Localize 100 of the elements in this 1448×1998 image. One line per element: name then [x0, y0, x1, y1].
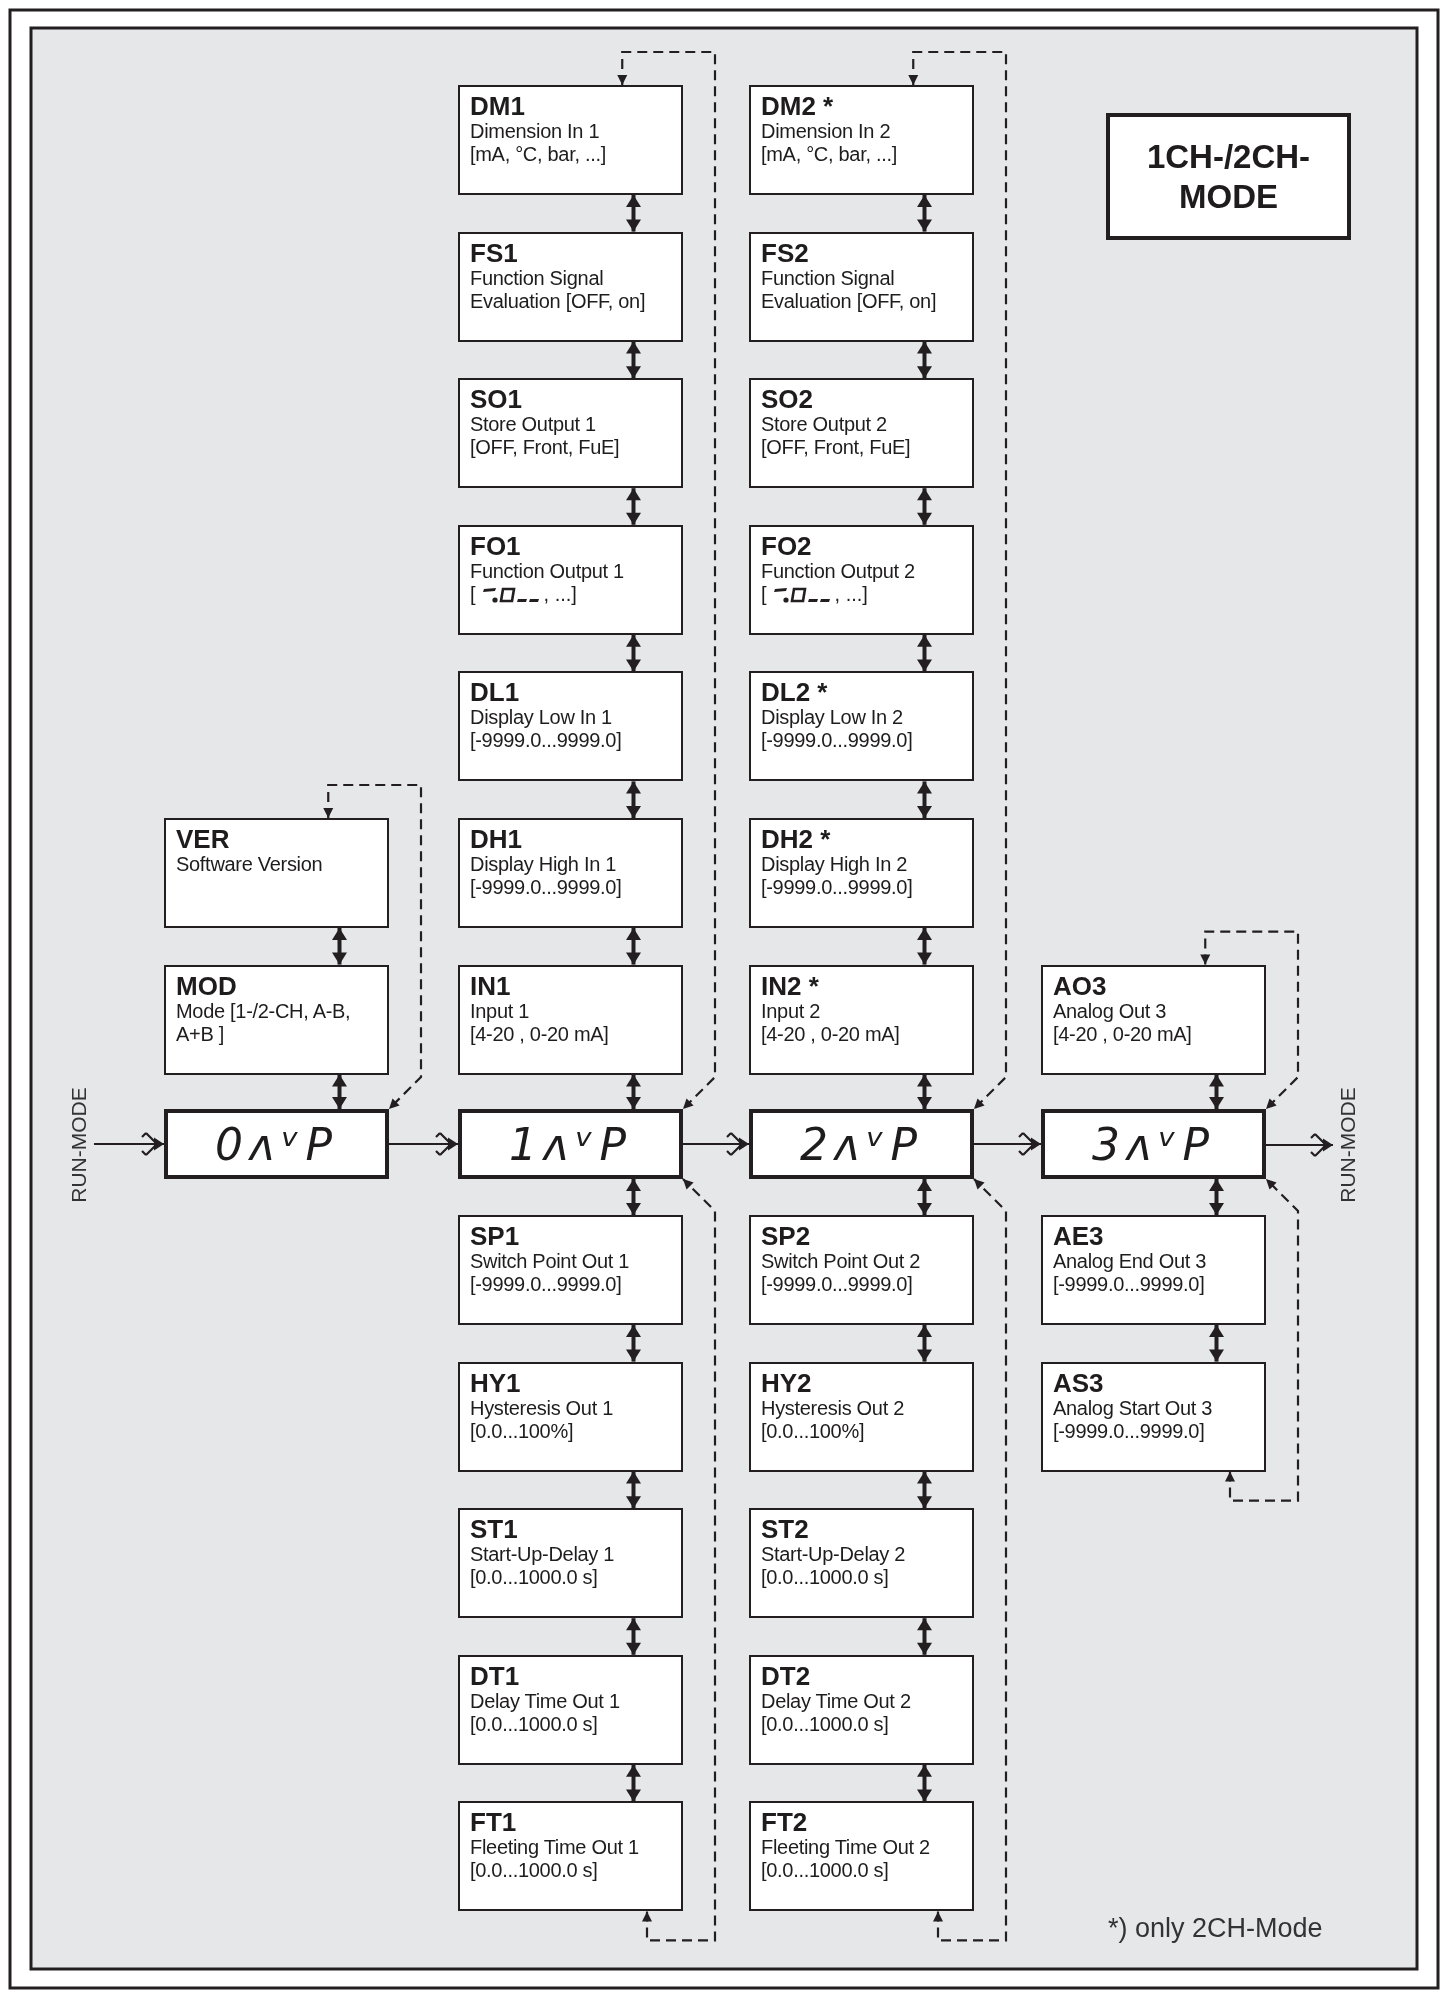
display-readout: 2ʌᵛP [800, 1118, 923, 1170]
value-range: [0.0...1000.0 s] [761, 1859, 890, 1883]
dashed-return-arrow [908, 50, 1008, 1110]
parameter-box [458, 671, 683, 782]
parameter-box [164, 818, 389, 928]
run-mode-label: RUN-MODE [1336, 1087, 1360, 1203]
parameter-description: Store Output 2 [761, 413, 888, 437]
parameter-description: Fleeting Time Out 1 [470, 1836, 640, 1860]
parameter-box [749, 964, 974, 1075]
lcd-display [1041, 1109, 1266, 1179]
parameter-code: IN1 [470, 971, 511, 1000]
parameter-code: DH1 [470, 825, 522, 853]
range-bracket: [ [761, 582, 767, 606]
double-arrow [917, 781, 932, 818]
parameter-box [749, 671, 974, 782]
parameter-box [749, 1361, 974, 1472]
parameter-box [749, 85, 974, 195]
parameter-box [458, 1654, 683, 1765]
parameter-code: DH2 * [761, 825, 831, 853]
dashed-return-arrow [323, 783, 423, 1110]
parameter-description: Mode [1-/2-CH, A-B, A+B ] [176, 999, 352, 1046]
parameter-code: HY1 [470, 1368, 521, 1397]
value-range: [-9999.0...9999.0] [1053, 1419, 1206, 1443]
double-arrow [1209, 1074, 1224, 1109]
display-readout: 1ʌᵛP [509, 1118, 632, 1170]
double-arrow [917, 1471, 932, 1509]
parameter-description: Delay Time Out 1 [470, 1689, 621, 1713]
parameter-code: ST1 [470, 1515, 518, 1544]
footnote: *) only 2CH-Mode [1108, 1913, 1323, 1944]
enter-arrow [93, 1131, 166, 1157]
parameter-code: DM2 * [761, 92, 834, 120]
parameter-description: Function Signal Evaluation [OFF, on] [470, 266, 647, 313]
value-range: [0.0...1000.0 s] [470, 1859, 599, 1883]
mode-heading: 1CH-/2CH- MODE [1145, 136, 1312, 217]
value-range: [0.0...1000.0 s] [761, 1566, 890, 1590]
parameter-code: DT2 [761, 1661, 811, 1690]
run-mode-label: RUN-MODE [67, 1087, 91, 1203]
parameter-description: Analog End Out 3 [1053, 1250, 1208, 1273]
parameter-box [749, 524, 974, 635]
parameter-box [1041, 1215, 1266, 1325]
double-arrow [917, 1764, 932, 1802]
parameter-code: AS3 [1053, 1368, 1104, 1397]
parameter-box [749, 818, 974, 928]
enter-arrow [682, 1131, 751, 1157]
parameter-description: Dimension In 2 [761, 120, 892, 143]
parameter-box [458, 231, 683, 342]
parameter-code: MOD [176, 971, 237, 1000]
parameter-description: Delay Time Out 2 [761, 1689, 912, 1713]
dashed-return-arrow [933, 1178, 1008, 1942]
parameter-code: DM1 [470, 92, 525, 120]
parameter-description: Switch Point Out 1 [470, 1250, 631, 1273]
parameter-code: ST2 [761, 1515, 809, 1544]
parameter-description: Hysteresis Out 1 [470, 1396, 615, 1420]
double-arrow [917, 1179, 932, 1215]
parameter-description: Function Output 2 [761, 559, 916, 583]
value-range: [0.0...100%] [761, 1419, 866, 1443]
parameter-code: FS2 [761, 238, 809, 267]
parameter-code: DT1 [470, 1661, 520, 1690]
parameter-box [749, 1801, 974, 1912]
parameter-box [458, 1508, 683, 1619]
lcd-display [164, 1109, 389, 1179]
double-arrow [626, 634, 641, 672]
double-arrow [917, 195, 932, 232]
double-arrow [1209, 1179, 1224, 1215]
lcd-display [749, 1109, 974, 1179]
parameter-code: FS1 [470, 238, 518, 267]
parameter-box [1041, 964, 1266, 1075]
enter-arrow [388, 1131, 460, 1157]
double-arrow [626, 1471, 641, 1509]
parameter-code: FT1 [470, 1808, 517, 1837]
parameter-box [458, 524, 683, 635]
double-arrow [1209, 1325, 1224, 1362]
parameter-code: VER [176, 825, 230, 853]
value-range: [0.0...1000.0 s] [470, 1566, 599, 1590]
parameter-code: FO1 [470, 531, 521, 560]
parameter-description: Display Low In 1 [470, 706, 613, 730]
parameter-box [458, 1215, 683, 1325]
double-arrow [626, 488, 641, 525]
value-range: [-9999.0...9999.0] [761, 876, 914, 899]
parameter-box [164, 964, 389, 1075]
range-ellipsis: , ...] [834, 582, 868, 606]
enter-arrow [1265, 1132, 1335, 1158]
parameter-description: Software Version [176, 853, 324, 876]
lcd-display [458, 1109, 683, 1179]
parameter-box [458, 378, 683, 489]
parameter-box [749, 1215, 974, 1325]
double-arrow [626, 195, 641, 232]
value-range: [mA, °C, bar, ...] [761, 143, 898, 166]
double-arrow [626, 1325, 641, 1362]
parameter-code: SP1 [470, 1222, 520, 1250]
parameter-box [458, 1801, 683, 1912]
double-arrow [917, 634, 932, 672]
parameter-description: Store Output 1 [470, 413, 597, 437]
value-range: [0.0...100%] [470, 1419, 575, 1443]
value-range: [-9999.0...9999.0] [761, 1273, 914, 1296]
parameter-box [458, 85, 683, 195]
parameter-code: DL1 [470, 678, 520, 707]
dashed-return-arrow [1225, 1178, 1300, 1502]
parameter-box [749, 378, 974, 489]
parameter-code: AE3 [1053, 1222, 1104, 1250]
